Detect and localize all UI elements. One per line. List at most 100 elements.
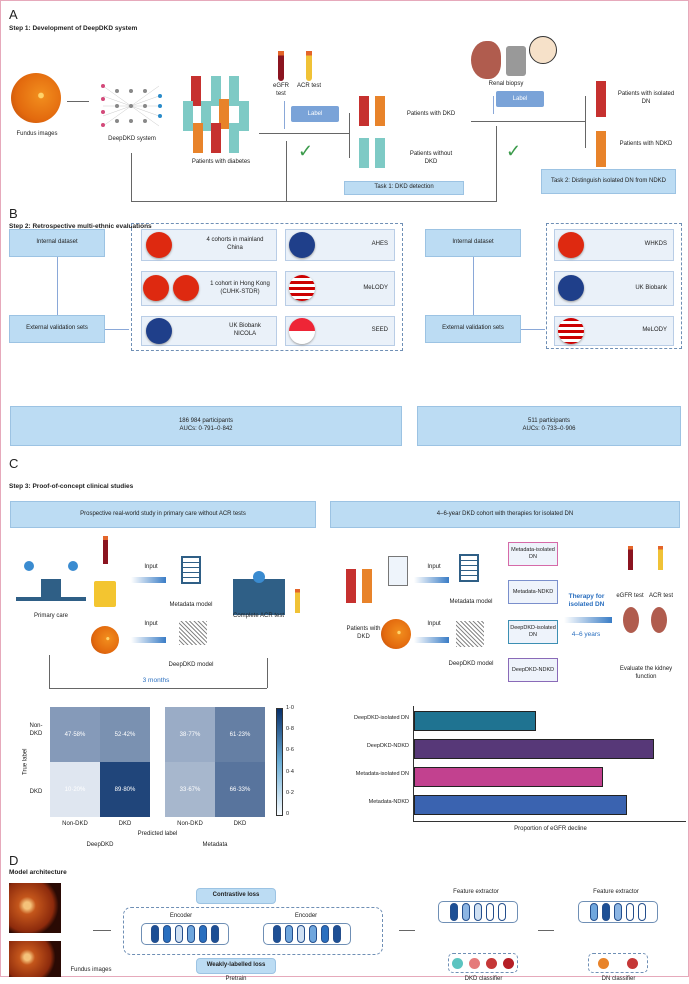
predicted-label-axis: Predicted label <box>137 831 178 837</box>
magnifier-icon <box>529 36 557 64</box>
hospital-icon <box>233 571 285 615</box>
evaluate-label: Evaluate the kidney function <box>619 666 673 680</box>
feature-block <box>199 925 207 943</box>
feature-block <box>498 903 506 921</box>
hong-kong-flag-icon <box>173 275 199 301</box>
bar <box>414 795 628 815</box>
external-validation-box-2: External validation sets <box>425 315 521 343</box>
line <box>49 688 267 689</box>
input-label: Input <box>144 621 158 627</box>
heatmap-cell: 89·80% <box>100 762 150 817</box>
arrow <box>267 658 268 688</box>
cohort-group-right <box>546 223 682 349</box>
feature-block <box>590 903 598 921</box>
neural-network-icon <box>101 84 162 127</box>
input-label: Input <box>427 564 441 570</box>
internal-dataset-box: Internal dataset <box>9 229 105 257</box>
heatmap-cell: 52·42% <box>100 707 150 762</box>
medical-record-icon <box>388 556 408 586</box>
metadata-model-label: Metadata model <box>449 599 493 605</box>
feature-block <box>462 903 470 921</box>
isolated-dn-label: Patients with isolated DN <box>617 91 675 105</box>
blood-tube-icon <box>628 546 633 570</box>
fundus-eye-icon <box>381 619 411 649</box>
check-icon: ✓ <box>298 141 314 161</box>
line <box>286 141 287 201</box>
china-flag-icon <box>146 232 172 258</box>
heatmap-cell: 33·67% <box>165 762 215 817</box>
feature-block <box>151 925 159 943</box>
dn-classifier-nodes <box>588 953 648 973</box>
metadata-model-label: Metadata model <box>169 602 213 608</box>
malaysia-flag-icon <box>558 318 584 344</box>
years-label: 4–6 years <box>571 631 601 638</box>
heatmap-title: Metadata <box>202 842 228 848</box>
neural-network-icon <box>456 621 484 647</box>
colorbar-tick: 0·6 <box>286 747 294 754</box>
panel-c-label: C <box>9 456 19 471</box>
arrow <box>538 930 554 931</box>
arrow <box>473 257 474 315</box>
heatmap-cell: 10·20% <box>50 762 100 817</box>
feature-block <box>638 903 646 921</box>
dkd-classifier-nodes <box>448 953 518 973</box>
acr-label: ACR test <box>648 593 673 599</box>
output-deepdkd-ndkd: DeepDKD-NDKD <box>508 658 558 682</box>
kidneys-icon <box>623 607 667 637</box>
feature-block <box>163 925 171 943</box>
true-label-axis: True label <box>22 748 29 775</box>
singapore-flag-icon <box>289 318 315 344</box>
egfr-label: eGFR test <box>272 83 289 97</box>
feature-block <box>187 925 195 943</box>
urine-tube-icon <box>306 51 312 81</box>
output-deepdkd-isolated-dn: DeepDKD-isolated DN <box>508 620 558 644</box>
heatmap-cell: 47·58% <box>50 707 100 762</box>
ndkd-label: Patients with NDKD <box>619 141 673 147</box>
x-axis-label: Proportion of eGFR decline <box>514 826 587 832</box>
line <box>471 121 586 122</box>
fundus-eye-icon <box>11 73 61 123</box>
input-label: Input <box>144 564 158 570</box>
colorbar-tick: 0·2 <box>286 789 294 796</box>
step-d-title: Model architecture <box>9 869 67 876</box>
biopsy-label: Renal biopsy <box>488 81 524 87</box>
egfr-label: eGFR test <box>616 593 644 599</box>
col-label: DKD <box>233 821 247 827</box>
arrow <box>414 577 449 583</box>
encoder-1-blocks <box>141 923 229 945</box>
arrow <box>57 257 58 315</box>
deepdkd-model-label: DeepDKD model <box>168 662 214 668</box>
line <box>585 96 586 148</box>
label-tag-2: Label <box>496 91 544 107</box>
pretrain-group <box>123 907 383 955</box>
china-flag-icon <box>143 275 169 301</box>
bar <box>414 711 536 731</box>
patients-dkd-label: Patients with DKD <box>346 626 381 640</box>
bar-label: Metadata-isolated DN <box>355 771 409 777</box>
feature-block <box>450 903 458 921</box>
fundus-label: Fundus images <box>16 131 58 137</box>
input-label: Input <box>427 621 441 627</box>
arrow <box>493 96 494 114</box>
pretrain-label: Pretrain <box>225 976 247 982</box>
system-label: DeepDKD system <box>108 136 156 142</box>
line <box>49 655 50 688</box>
colorbar-tick: 0·8 <box>286 726 294 733</box>
bar <box>414 767 603 787</box>
primary-care-label: Primary care <box>33 613 68 619</box>
line <box>496 126 497 201</box>
y-axis <box>413 706 414 821</box>
heatmap-metadata: 38·77%61·23%33·67%66·33% <box>165 707 265 817</box>
diabetes-label: Patients with diabetes <box>191 159 251 165</box>
internal-dataset-box-2: Internal dataset <box>425 229 521 257</box>
heatmap-cell: 61·23% <box>215 707 265 762</box>
feedback-line <box>131 201 497 202</box>
kidney-icon <box>471 41 501 79</box>
encoder-2-blocks <box>263 923 351 945</box>
heatmap-cell: 38·77% <box>165 707 215 762</box>
output-metadata-ndkd: Metadata-NDKD <box>508 580 558 604</box>
fundus-label: Fundus images <box>70 967 112 973</box>
arrow <box>131 577 166 583</box>
